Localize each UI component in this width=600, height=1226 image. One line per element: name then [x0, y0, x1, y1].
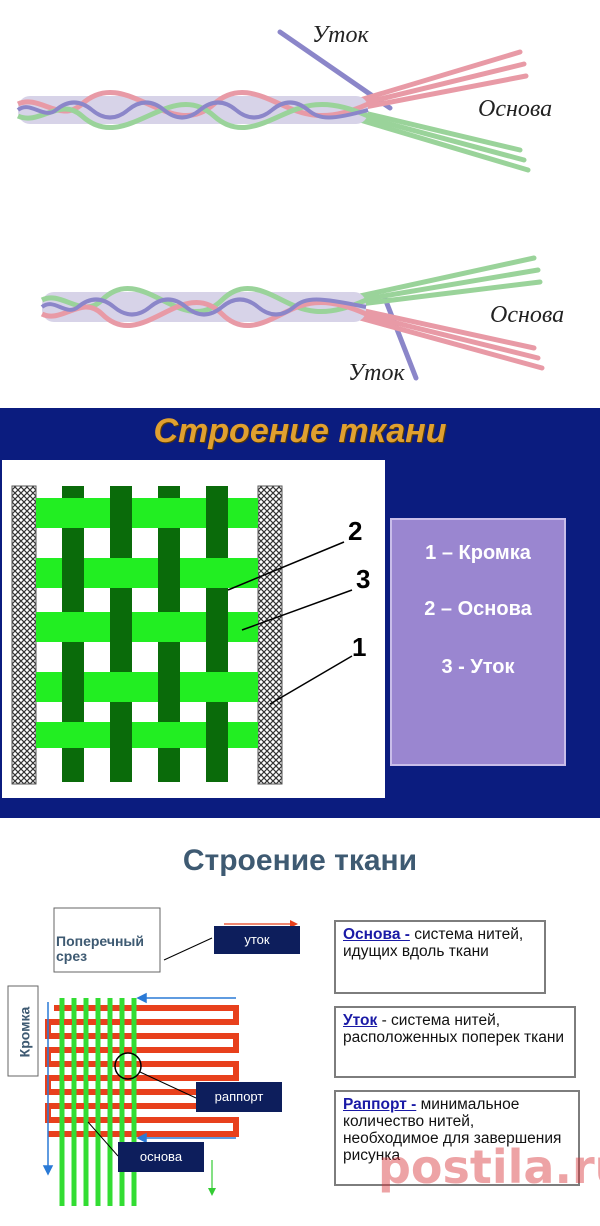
warp-tag: основа [118, 1142, 204, 1172]
callout-3: 3 [356, 564, 370, 594]
top-braid-body [16, 89, 370, 131]
repeat-circle [114, 1052, 142, 1080]
weave-threads [36, 486, 258, 782]
definition-repeat-text: минимальное количество нитей, необходимо… [343, 1096, 562, 1164]
bottom-braid-body [40, 285, 368, 329]
weave-schematic [7, 907, 298, 1206]
leader-warp [87, 1121, 119, 1157]
edge-tag-label: Кромка [16, 1006, 32, 1058]
top-braid [16, 29, 531, 173]
leader-repeat [139, 1071, 197, 1099]
definition-warp: Основа - система нитей, идущих вдоль тка… [334, 920, 546, 994]
definition-weft-text: - система нитей, расположенных поперек т… [343, 1012, 565, 1046]
repeat-tag: раппорт [196, 1082, 282, 1112]
legend-box: 1 – Кромка 2 – Основа 3 - Уток [390, 518, 566, 766]
leader-weft [163, 937, 213, 961]
bottom-braid [40, 255, 545, 381]
legend-line-3: 3 - Уток [441, 656, 515, 678]
cross-section-box [53, 907, 161, 973]
left-selvedge [11, 485, 37, 785]
definition-warp-text: система нитей, идущих вдоль ткани [343, 926, 524, 960]
weave-schematic-panel: Строение ткани [0, 818, 600, 1226]
bottom-warp-label: Основа [490, 302, 565, 328]
watermark: postila.ru [378, 1140, 600, 1194]
legend-line-2: 2 – Основа [424, 598, 532, 620]
bottom-weft-thread [381, 293, 419, 381]
legend-line-1: 1 – Кромка [425, 542, 531, 564]
weft-over-segments [64, 1019, 132, 1109]
right-selvedge [257, 485, 283, 785]
definition-repeat-term: Раппорт - [343, 1096, 417, 1113]
fabric-structure-slide: Строение ткани [0, 408, 600, 818]
slide-title: Строение ткани [153, 412, 447, 450]
schematic-title: Строение ткани [182, 844, 418, 877]
definition-weft: Уток - система нитей, расположенных попе… [334, 1006, 576, 1078]
direction-arrows [42, 992, 236, 1176]
bottom-weft-label: Уток [348, 360, 405, 386]
edge-tag: Кромка [10, 988, 38, 1076]
warp-threads [59, 998, 137, 1206]
top-warp-label: Основа [478, 96, 553, 122]
definition-warp-term: Основа - [343, 926, 410, 943]
definition-repeat: Раппорт - минимальное количество нитей, … [334, 1090, 580, 1186]
braid-illustration-panel: Уток Основа Основа Уток [0, 0, 600, 408]
callout-2: 2 [348, 516, 362, 546]
weave-diagram: 2 3 1 [2, 460, 385, 798]
edge-box [7, 985, 39, 1077]
callout-1: 1 [352, 632, 366, 662]
braid-drawing [16, 29, 545, 381]
weft-tag: уток [214, 926, 300, 954]
definition-weft-term: Уток [343, 1012, 378, 1029]
top-weft-label: Уток [312, 22, 369, 48]
cross-section-label: Поперечный срез [56, 933, 144, 964]
